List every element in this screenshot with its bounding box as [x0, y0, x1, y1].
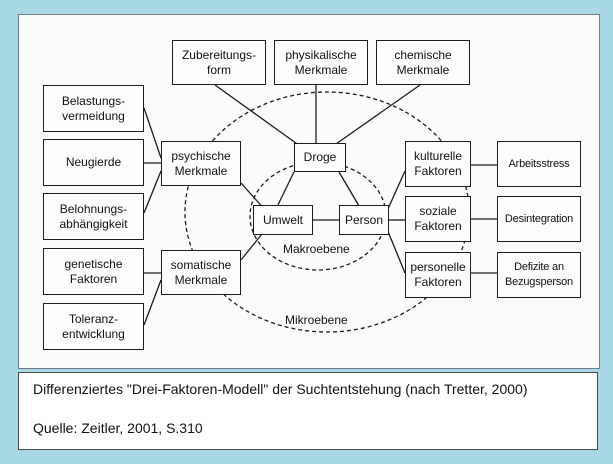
node-personelle-faktoren: personelle Faktoren: [405, 252, 471, 298]
node-toleranzentwicklung: Toleranz- entwicklung: [43, 303, 144, 350]
node-genetische-faktoren: genetische Faktoren: [43, 248, 144, 295]
caption-source: Quelle: Zeitler, 2001, S.310: [33, 420, 203, 436]
caption-box: Differenziertes "Drei-Faktoren-Modell" d…: [18, 372, 598, 450]
node-arbeitsstress: Arbeitsstress: [497, 141, 581, 187]
diagram-lines: [143, 84, 497, 333]
node-physikalische-merkmale: physikalische Merkmale: [274, 40, 368, 85]
node-belohnungsabhaengigkeit: Belohnungs- abhängigkeit: [43, 193, 144, 240]
node-soziale-faktoren: soziale Faktoren: [405, 196, 471, 242]
node-umwelt: Umwelt: [253, 205, 313, 235]
label-makroebene: Makroebene: [283, 242, 350, 256]
node-droge: Droge: [294, 143, 346, 172]
node-zubereitungsform: Zubereitungs- form: [172, 40, 266, 85]
node-belastungsvermeidung: Belastungs- vermeidung: [43, 85, 144, 132]
node-defizite-an-bezugsperson: Defizite an Bezugsperson: [497, 252, 581, 298]
node-kulturelle-faktoren: kulturelle Faktoren: [405, 141, 471, 187]
node-chemische-merkmale: chemische Merkmale: [376, 40, 470, 85]
label-mikroebene: Mikroebene: [285, 313, 348, 327]
node-desintegration: Desintegration: [497, 196, 581, 242]
node-person: Person: [339, 205, 389, 235]
diagram-figure: Zubereitungs- form physikalische Merkmal…: [18, 14, 600, 369]
node-psychische-merkmale: psychische Merkmale: [161, 141, 241, 186]
node-somatische-merkmale: somatische Merkmale: [161, 250, 241, 295]
caption-title: Differenziertes "Drei-Faktoren-Modell" d…: [33, 381, 528, 397]
node-neugierde: Neugierde: [43, 139, 144, 186]
